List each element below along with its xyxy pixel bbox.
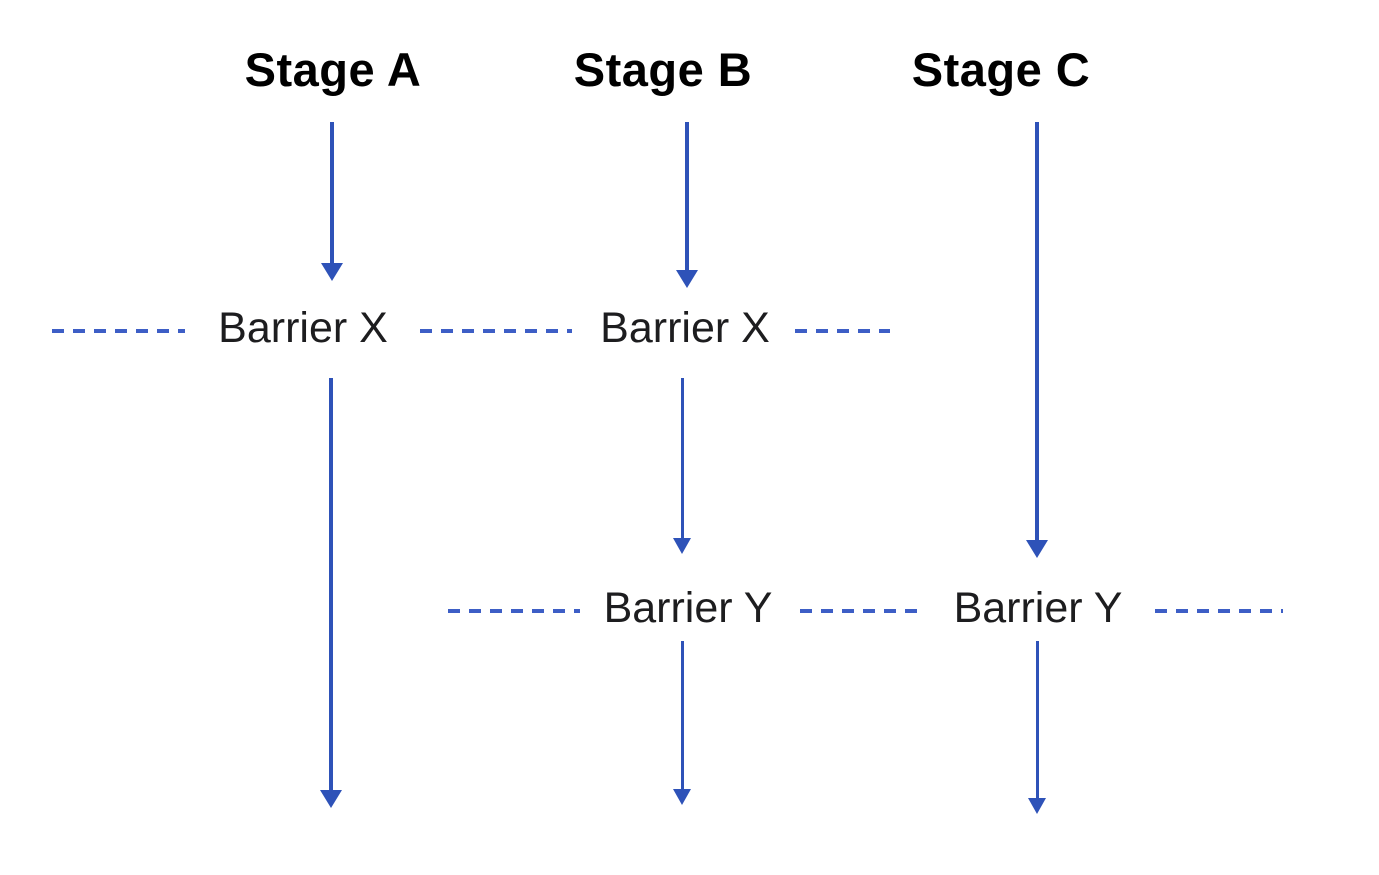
- stage-b-down-arrow-icon-bottom: [671, 641, 693, 805]
- stage-c-label: Stage C: [911, 43, 1091, 96]
- arrow-shaft: [1035, 122, 1039, 540]
- barrier-x-dashed-line-middle: [420, 329, 572, 333]
- arrow-head: [320, 790, 342, 808]
- barrier-y-dashed-line-right: [1155, 609, 1283, 613]
- barrier-x-dashed-line-right: [795, 329, 890, 333]
- arrow-head: [1028, 798, 1046, 814]
- stage-a-label: Stage A: [244, 43, 422, 96]
- stage-a-down-arrow-icon-bottom: [320, 378, 342, 808]
- barrier-y-dashed-line-middle: [800, 609, 922, 613]
- barrier-x-label-stage-a: Barrier X: [218, 304, 388, 352]
- arrow-shaft: [685, 122, 689, 270]
- arrow-shaft: [330, 122, 334, 263]
- barrier-y-dashed-line-left: [448, 609, 580, 613]
- barrier-x-label-stage-b: Barrier X: [600, 304, 770, 352]
- arrow-head: [321, 263, 343, 281]
- arrow-shaft: [680, 378, 684, 538]
- stage-c-down-arrow-icon-top: [1026, 122, 1048, 558]
- arrow-head: [1026, 540, 1048, 558]
- stage-a-down-arrow-icon-top: [321, 122, 343, 281]
- arrow-head: [676, 270, 698, 288]
- barrier-y-label-stage-b: Barrier Y: [603, 584, 773, 632]
- arrow-shaft: [329, 378, 333, 790]
- stage-c-down-arrow-icon-bottom: [1026, 641, 1048, 814]
- stage-b-down-arrow-icon-middle: [671, 378, 693, 554]
- stage-b-down-arrow-icon-top: [676, 122, 698, 288]
- arrow-shaft: [680, 641, 684, 789]
- arrow-head: [673, 789, 691, 805]
- barrier-y-label-stage-c: Barrier Y: [953, 584, 1123, 632]
- arrow-head: [673, 538, 691, 554]
- arrow-shaft: [1035, 641, 1039, 798]
- barrier-x-dashed-line-left: [52, 329, 185, 333]
- stage-b-label: Stage B: [573, 43, 753, 96]
